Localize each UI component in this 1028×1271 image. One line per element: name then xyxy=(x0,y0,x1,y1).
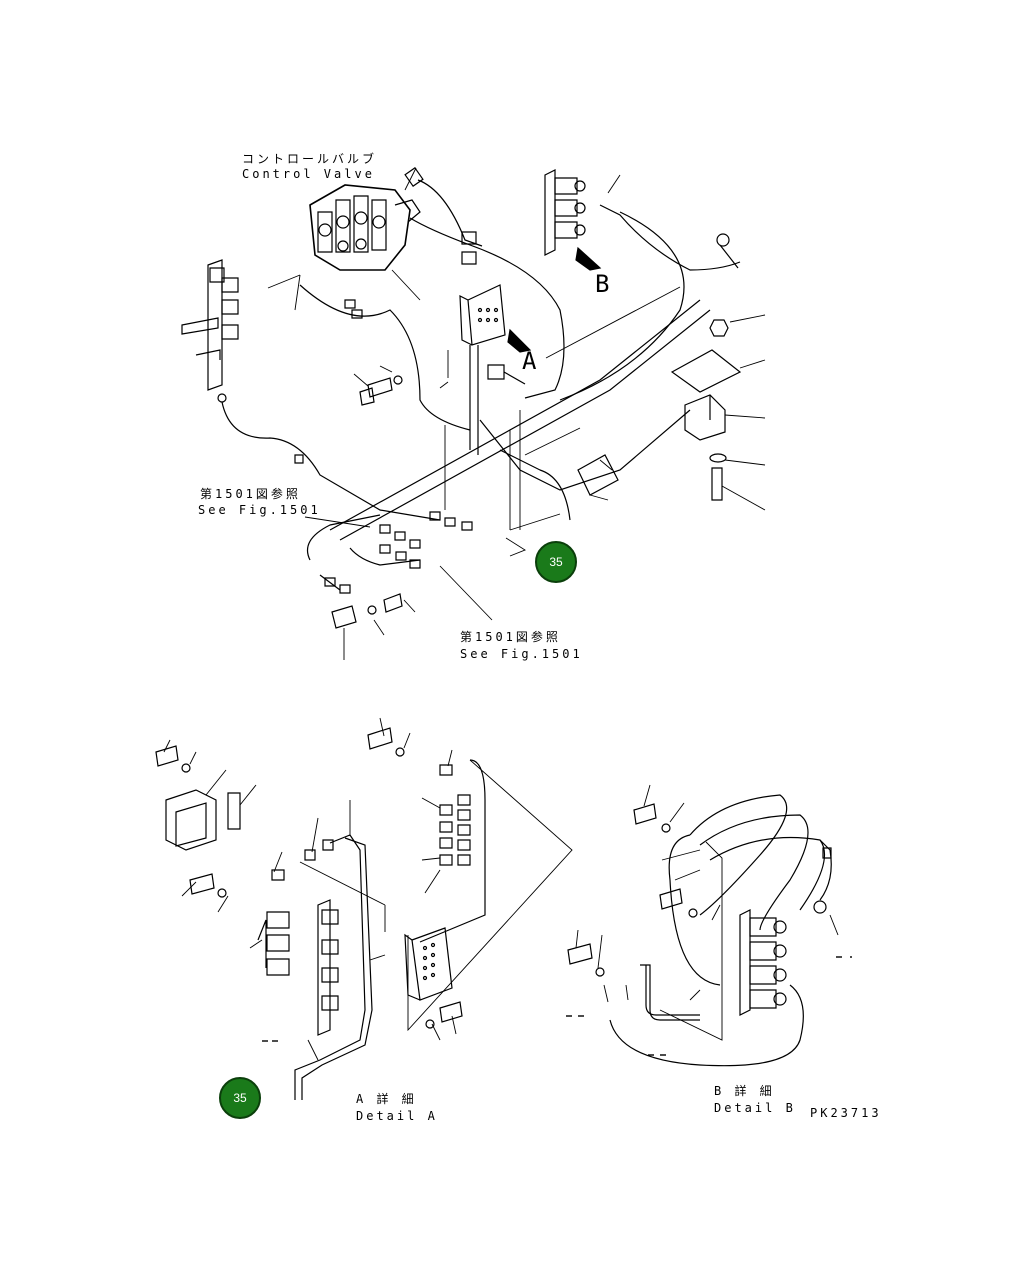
junction-box-illustration xyxy=(460,285,505,455)
detail-a-illustration xyxy=(156,728,485,1100)
detail-b-illustration xyxy=(568,795,831,1066)
page-reference-badge[interactable]: 35 xyxy=(219,1077,261,1119)
fig-reference-lower-jp: 第1501図参照 xyxy=(460,630,561,644)
detail-b-title-en: Detail B xyxy=(714,1101,796,1115)
fig-reference-upper-en[interactable]: See Fig.1501 xyxy=(198,503,321,517)
arrow-b-pointer xyxy=(576,248,600,270)
control-valve-illustration xyxy=(310,168,482,270)
drawing-number: PK23713 xyxy=(810,1106,882,1120)
arrow-a-label: A xyxy=(522,347,537,375)
detail-b-title-jp: B 詳 細 xyxy=(714,1084,775,1098)
leader-lines-main xyxy=(268,168,765,660)
arrow-b-label: B xyxy=(595,270,610,298)
detail-a-title-jp: A 詳 細 xyxy=(356,1092,417,1106)
valve-block-b-illustration xyxy=(545,170,585,255)
left-bracket-illustration xyxy=(182,260,238,402)
arrow-a-pointer xyxy=(508,330,530,352)
right-side-parts xyxy=(488,320,740,500)
connector-cluster-center xyxy=(295,300,472,593)
fig-reference-lower-en[interactable]: See Fig.1501 xyxy=(460,647,583,661)
control-valve-label-en: Control Valve xyxy=(242,167,375,181)
leader-lines-detail-b xyxy=(576,785,838,1040)
detail-a-title-en: Detail A xyxy=(356,1109,438,1123)
dash-marks xyxy=(262,957,852,1055)
leader-lines-detail-a xyxy=(164,718,572,1060)
bolt-washer-set xyxy=(332,376,402,628)
fig-reference-upper-jp: 第1501図参照 xyxy=(200,487,301,501)
page-reference-badge[interactable]: 35 xyxy=(535,541,577,583)
main-wire-harness xyxy=(222,205,740,590)
control-valve-label-jp: コントロールバルブ xyxy=(242,152,378,166)
